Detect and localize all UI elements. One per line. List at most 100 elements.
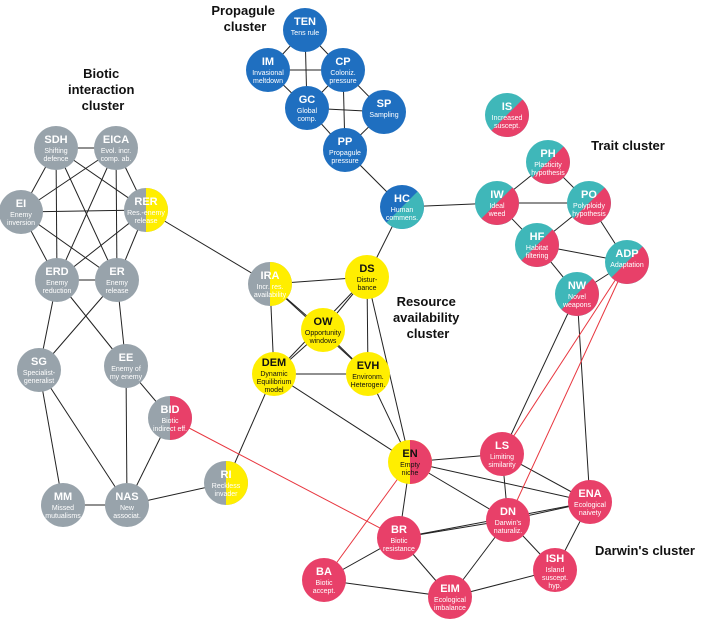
node-desc: commens. [386, 215, 418, 222]
node-circle [104, 344, 148, 388]
node-circle-half [410, 440, 432, 484]
node-circle-half [170, 396, 192, 440]
node-abbr: PP [338, 136, 353, 148]
node-circle [301, 308, 345, 352]
node-desc: Incr. res. [257, 284, 284, 291]
node-abbr: NW [568, 280, 587, 292]
node-circle [285, 86, 329, 130]
cluster-label-trait: Trait cluster [591, 138, 665, 153]
node-desc: release [135, 218, 158, 225]
node-desc: Opportunity [305, 330, 342, 337]
node-abbr: DEM [262, 357, 286, 369]
edge-eica-erd [56, 147, 117, 281]
node-abbr: SP [377, 98, 392, 110]
node-abbr: ENA [578, 488, 601, 500]
node-circle-half [146, 188, 168, 232]
edge-ena-nw [576, 293, 591, 503]
edge-adp-ls [501, 261, 628, 455]
edge-ls-nw [501, 293, 578, 455]
node-desc: Heterogen. [351, 382, 386, 389]
node-desc: Darwin's [495, 520, 522, 527]
node-desc: Global [297, 108, 318, 115]
node-desc: Biotic [161, 418, 179, 425]
node-desc: reduction [43, 288, 72, 295]
node-desc: windows [309, 338, 337, 345]
edge-adp-dn [507, 261, 628, 521]
node-desc: hypothesis [531, 170, 565, 177]
node-abbr: EICA [103, 134, 129, 146]
node-desc: filtering [526, 253, 549, 260]
node-desc: indirect eff. [153, 426, 187, 433]
node-circle-half [481, 187, 519, 225]
edge-eica-er [115, 147, 118, 281]
node-desc: Biotic [390, 538, 408, 545]
node-circle [345, 255, 389, 299]
node-desc: Dynamic [260, 371, 288, 378]
node-desc: imbalance [434, 605, 466, 612]
node-circle [321, 48, 365, 92]
node-desc: hyp. [548, 583, 561, 590]
node-desc: pressure [331, 158, 358, 165]
node-desc: Shifting [44, 148, 67, 155]
node-circle [480, 432, 524, 476]
node-circle [362, 90, 406, 134]
node-desc: weed [488, 211, 506, 218]
node-abbr: ERD [45, 266, 68, 278]
node-abbr: DS [359, 263, 374, 275]
node-desc: Plasticity [534, 162, 562, 169]
cluster-label-biotic: Biotic interaction cluster [68, 66, 138, 113]
node-desc: Enemy [106, 280, 128, 287]
node-abbr: OW [314, 316, 334, 328]
node-desc: availability [254, 292, 287, 299]
node-abbr: ADP [615, 248, 638, 260]
node-desc: Environm. [352, 374, 384, 381]
node-desc: accept. [313, 588, 336, 595]
node-desc: Increased [492, 115, 523, 122]
edge-bid-br [169, 417, 400, 539]
node-circle [302, 558, 346, 602]
node-circle [41, 483, 85, 527]
node-circle [428, 575, 472, 619]
node-desc: Equilibrium [257, 379, 292, 386]
